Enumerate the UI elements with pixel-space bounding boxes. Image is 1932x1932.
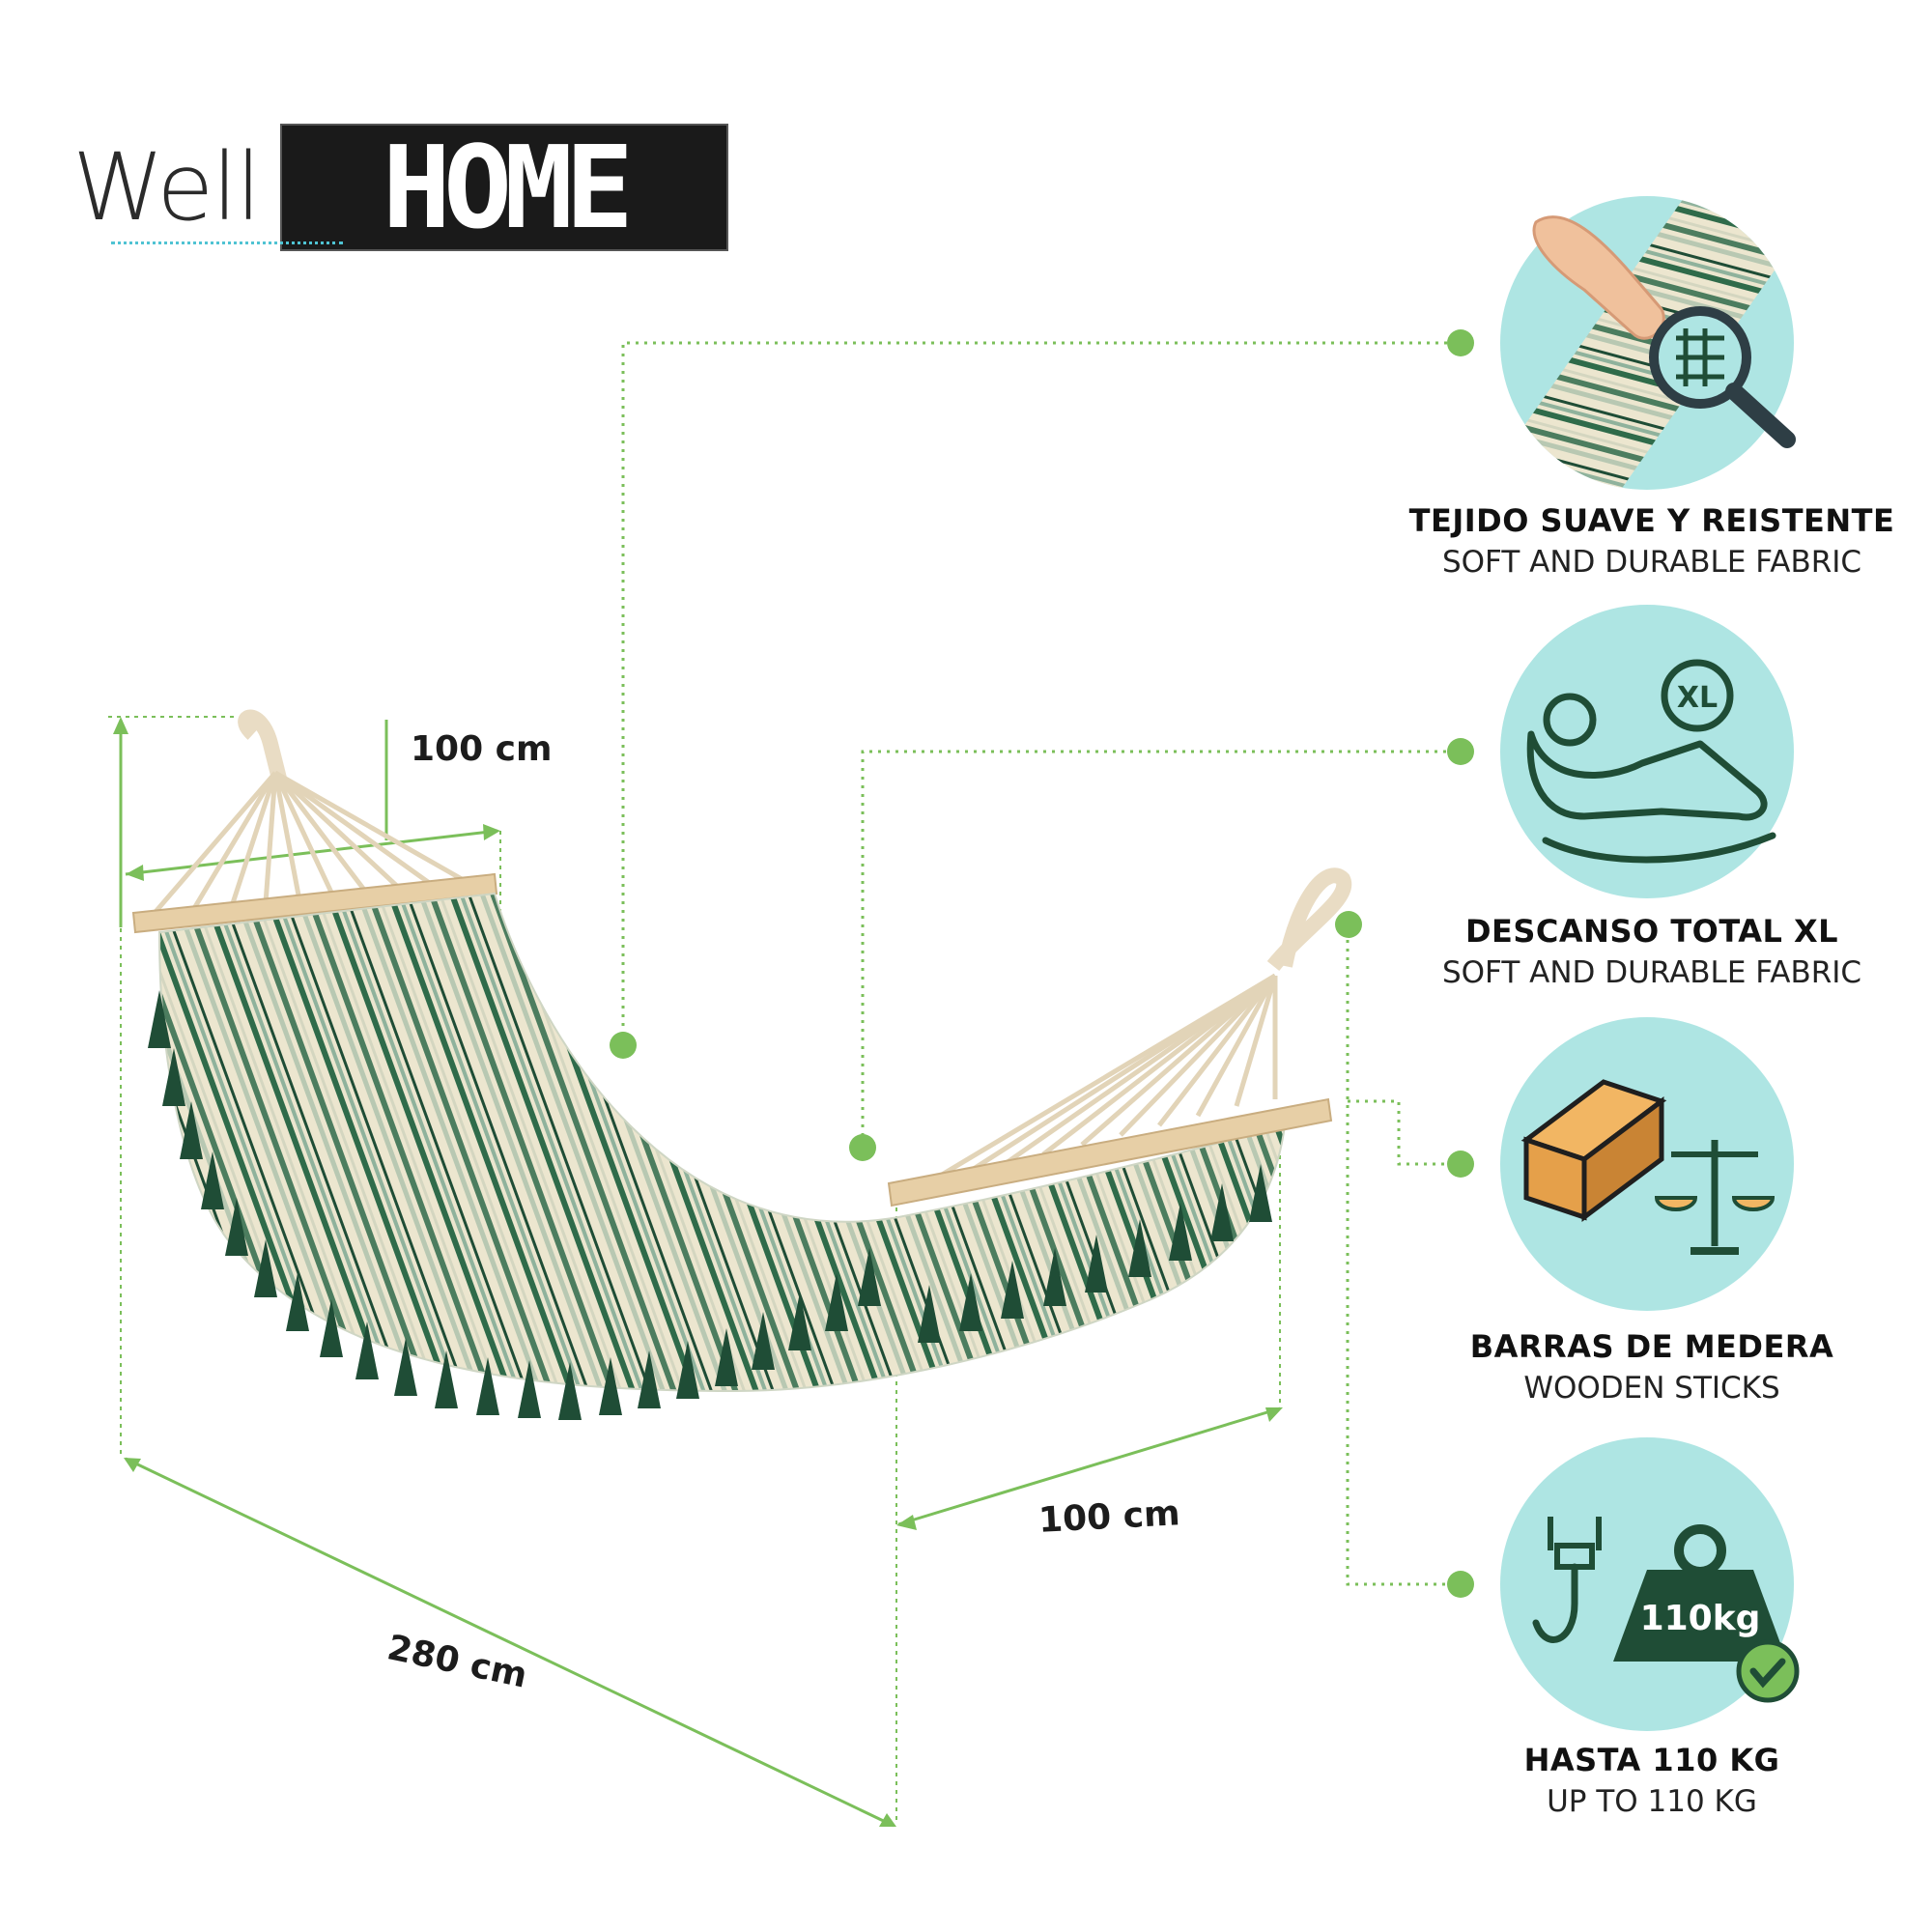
feature-title: TEJIDO SUAVE Y REISTENTE	[1408, 502, 1895, 539]
top-width-label: 100 cm	[411, 729, 553, 769]
feature-wood: BARRAS DE MEDERA WOODEN STICKS	[1381, 1328, 1922, 1406]
wooden-beam-scale-icon	[1500, 1017, 1794, 1311]
hook-weight-icon: 110kg	[1500, 1437, 1800, 1731]
feature-relax: DESCANSO TOTAL XL SOFT AND DURABLE FABRI…	[1381, 913, 1922, 990]
callout-dots	[610, 329, 1474, 1598]
brand-home-text: HOME	[382, 121, 634, 254]
xl-badge-text: XL	[1677, 681, 1718, 715]
brand-dots	[111, 242, 343, 244]
left-rope-loop	[238, 709, 288, 784]
right-rope-loop	[1266, 867, 1352, 972]
left-ropes	[153, 770, 470, 915]
feature-subtitle: UP TO 110 KG	[1547, 1784, 1757, 1819]
bottom-width-label: 100 cm	[1037, 1493, 1181, 1541]
fabric-magnifier-icon	[1500, 196, 1796, 490]
feature-fabric: TEJIDO SUAVE Y REISTENTE SOFT AND DURABL…	[1381, 502, 1922, 580]
brand-well-text: Well	[72, 133, 262, 242]
reclining-person-xl-icon: XL	[1500, 605, 1794, 898]
hammock-fabric	[157, 892, 1287, 1393]
feature-circles: XL 110kg	[1500, 196, 1800, 1731]
feature-weight: HASTA 110 KG UP TO 110 KG	[1381, 1742, 1922, 1819]
brand-logo: Well HOME	[72, 124, 749, 259]
feature-title: BARRAS DE MEDERA	[1469, 1328, 1834, 1365]
feature-subtitle: WOODEN STICKS	[1523, 1371, 1780, 1406]
right-wooden-bar	[887, 1097, 1333, 1208]
tassels	[148, 990, 1272, 1420]
dimension-guides	[108, 341, 1459, 1828]
feature-title: HASTA 110 KG	[1523, 1742, 1780, 1778]
feature-subtitle: SOFT AND DURABLE FABRIC	[1441, 545, 1862, 580]
left-wooden-bar	[131, 872, 498, 934]
feature-title: DESCANSO TOTAL XL	[1464, 913, 1839, 950]
hammock	[131, 709, 1352, 1420]
weight-label: 110kg	[1640, 1599, 1761, 1638]
right-ropes	[925, 973, 1278, 1186]
brand-home-box: HOME	[280, 124, 728, 251]
feature-subtitle: SOFT AND DURABLE FABRIC	[1441, 955, 1862, 990]
